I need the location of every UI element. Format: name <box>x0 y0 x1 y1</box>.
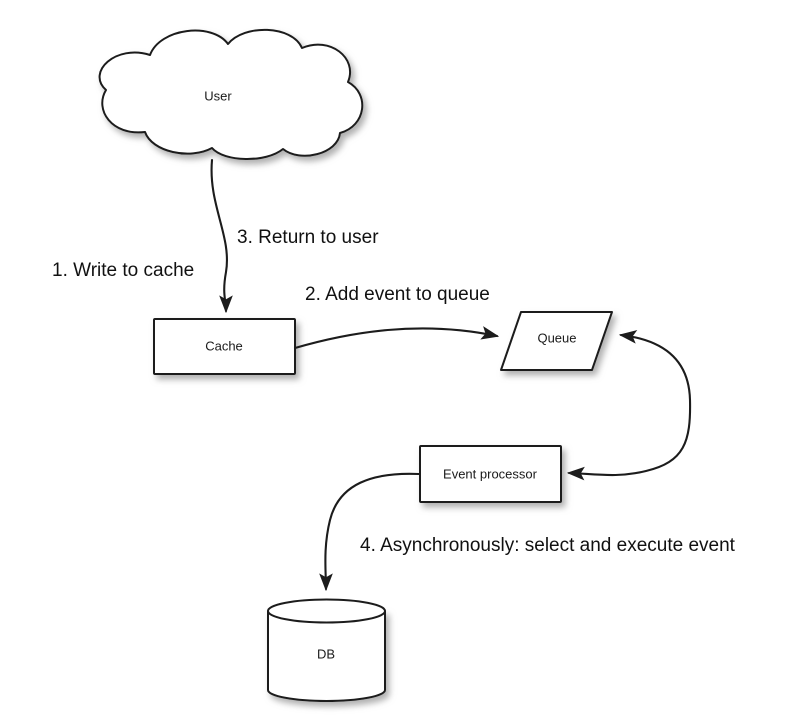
node-queue[interactable]: Queue <box>500 311 613 371</box>
step-label-1: 1. Write to cache <box>52 260 194 281</box>
edge-event-processor-to-db <box>319 472 421 592</box>
node-event-processor[interactable]: Event processor <box>419 445 562 503</box>
node-db[interactable]: DB <box>267 598 386 702</box>
node-cache[interactable]: Cache <box>153 318 296 375</box>
node-label-db: DB <box>317 646 335 661</box>
node-label-user: User <box>204 88 232 103</box>
node-label-event-processor: Event processor <box>443 466 538 481</box>
edge-cache-to-queue <box>293 326 500 350</box>
step-label-3: 3. Return to user <box>237 227 379 248</box>
edge-queue-event-processor <box>566 330 692 481</box>
step-label-2: 2. Add event to queue <box>305 284 490 305</box>
node-label-queue: Queue <box>537 330 576 345</box>
edge-user-to-cache <box>210 158 233 314</box>
node-label-cache: Cache <box>205 338 243 353</box>
step-label-4: 4. Asynchronously: select and execute ev… <box>360 535 736 556</box>
node-user[interactable]: User <box>98 28 364 160</box>
